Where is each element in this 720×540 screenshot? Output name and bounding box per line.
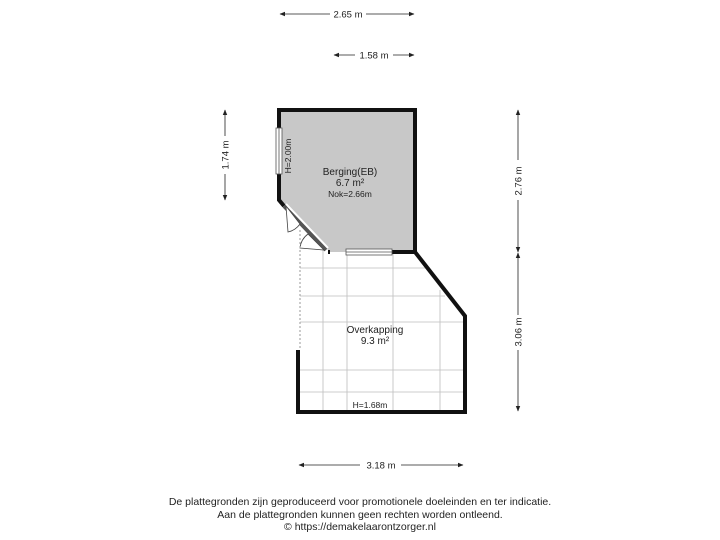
disclaimer-line-1: De plattegronden zijn geproduceerd voor … <box>168 496 552 508</box>
svg-text:1.74 m: 1.74 m <box>221 140 232 169</box>
svg-text:2.65 m: 2.65 m <box>333 10 362 21</box>
disclaimer-footer: De plattegronden zijn geproduceerd voor … <box>0 496 720 534</box>
overkapping-area: 9.3 m² <box>361 336 390 347</box>
berging-window-left <box>275 127 283 175</box>
overkapping-name: Overkapping <box>347 325 404 336</box>
berging-wall-left-lower <box>277 174 286 208</box>
berging-name: Berging(EB) <box>323 167 377 178</box>
disclaimer-line-2: Aan de plattegronden kunnen geen rechten… <box>217 508 503 521</box>
dimension-bottom-width: 3.18 m <box>298 461 464 472</box>
copyright-link[interactable]: © https://demakelaarontzorger.nl <box>284 521 436 533</box>
berging-ridge-height: Nok=2.66m <box>328 189 372 199</box>
dimension-right-upper: 2.76 m <box>514 109 525 253</box>
walls <box>277 108 467 414</box>
overkapping-tile-grid <box>300 250 463 412</box>
dimension-left-height: 1.74 m <box>221 109 232 201</box>
dimension-inner-width: 1.58 m <box>333 51 415 62</box>
svg-text:1.58 m: 1.58 m <box>359 51 388 62</box>
svg-text:3.18 m: 3.18 m <box>366 461 395 472</box>
dimension-right-lower: 3.06 m <box>514 252 525 412</box>
svg-text:3.06 m: 3.06 m <box>514 317 525 346</box>
opening-height-label: H=1.68m <box>353 400 388 410</box>
berging-door <box>282 203 329 252</box>
overkapping-wall <box>296 250 467 414</box>
berging-wall-main <box>277 108 417 254</box>
dimension-top-width: 2.65 m <box>279 10 415 21</box>
berging-window-bottom <box>345 248 393 256</box>
window-height-label: H=2.00m <box>283 139 293 174</box>
berging-room <box>279 110 415 252</box>
berging-area: 6.7 m² <box>336 178 365 189</box>
svg-text:2.76 m: 2.76 m <box>514 166 525 195</box>
